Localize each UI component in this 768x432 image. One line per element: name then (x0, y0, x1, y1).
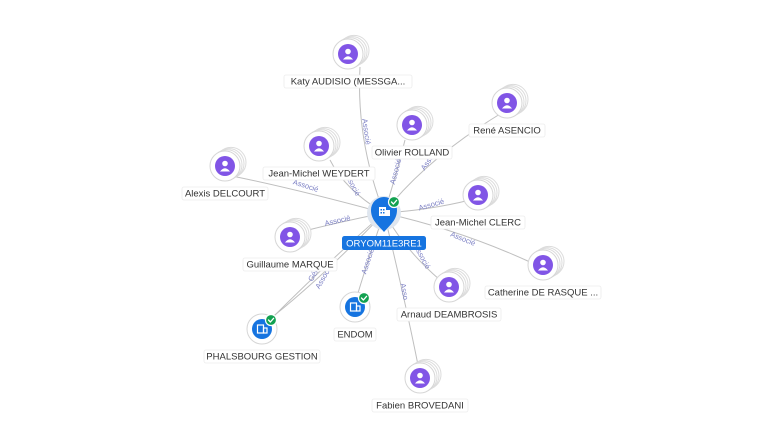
building-icon (379, 207, 390, 216)
node-label: Catherine DE RASQUE ... (488, 288, 598, 299)
node-label: ENDOM (337, 330, 372, 341)
edge-line-fabien (383, 212, 419, 366)
nodes-layer: Katy AUDISIO (MESSGA... René ASENCIO Olivi… (181, 34, 602, 413)
node-rene[interactable]: René ASENCIO (468, 83, 546, 138)
node-arnaud[interactable]: Arnaud DEAMBROSIS (396, 267, 502, 322)
node-alexis[interactable]: Alexis DELCOURT (181, 146, 269, 201)
person-icon (338, 44, 358, 64)
node-label: Guillaume MARQUE (246, 260, 333, 271)
person-icon (533, 255, 553, 275)
node-phalsbourg[interactable]: PHALSBOURG GESTION (203, 313, 321, 364)
node-katy[interactable]: Katy AUDISIO (MESSGA... (283, 34, 413, 89)
person-icon (439, 277, 459, 297)
node-label-box (468, 123, 546, 138)
node-jmclerc[interactable]: Jean-Michel CLERC (430, 175, 526, 230)
node-endom[interactable]: ENDOM (333, 291, 377, 342)
edge-label-jmclerc: Associé (417, 197, 445, 213)
edge-label-guillaume: Associé (324, 213, 352, 228)
person-icon (280, 227, 300, 247)
node-label-box (371, 398, 469, 413)
node-label-box (371, 145, 453, 160)
node-label-box (262, 166, 376, 181)
person-icon (410, 368, 430, 388)
center-node[interactable]: ORYOM11E3RE1 (342, 195, 426, 250)
edge-label-katy: Associé (360, 118, 373, 145)
person-icon (497, 93, 517, 113)
node-label-box (203, 349, 321, 364)
node-fabien[interactable]: Fabien BROVEDANI (371, 358, 469, 413)
node-label: Arnaud DEAMBROSIS (401, 310, 498, 321)
node-label: Fabien BROVEDANI (376, 401, 464, 412)
node-label-box (430, 215, 526, 230)
center-label: ORYOM11E3RE1 (346, 239, 422, 250)
verified-check-icon (357, 291, 371, 305)
center-label-box (342, 236, 426, 250)
node-guillaume[interactable]: Guillaume MARQUE (242, 217, 338, 272)
node-label: Katy AUDISIO (MESSGA... (291, 77, 406, 88)
edge-label-olivier: Associé (388, 158, 403, 186)
edge-line-catherine (383, 212, 531, 263)
node-label: Jean-Michel WEYDERT (268, 169, 369, 180)
node-label: René ASENCIO (473, 126, 541, 137)
person-icon (215, 156, 235, 176)
edge-line-alexis (231, 175, 385, 214)
node-jmweydert[interactable]: Jean-Michel WEYDERT (262, 126, 376, 181)
node-label-box (396, 307, 502, 322)
verified-check-icon (264, 313, 278, 327)
edge-label-catherine: Associé (449, 230, 477, 248)
node-label: Jean-Michel CLERC (435, 218, 521, 229)
node-label-box (181, 186, 269, 201)
node-label-box (283, 74, 413, 89)
person-icon (468, 185, 488, 205)
node-label-box (242, 257, 338, 272)
node-label-box (333, 327, 377, 342)
node-label: Alexis DELCOURT (185, 189, 265, 200)
person-icon (402, 115, 422, 135)
edge-line-phalsbourg (265, 212, 385, 323)
node-label-box (484, 285, 602, 300)
node-label: PHALSBOURG GESTION (206, 352, 318, 363)
person-icon (309, 136, 329, 156)
node-label: Olivier ROLLAND (375, 148, 450, 159)
node-catherine[interactable]: Catherine DE RASQUE ... (484, 245, 602, 300)
edge-label-fabien: Asso (399, 283, 411, 301)
verified-check-icon (387, 195, 401, 209)
node-olivier[interactable]: Olivier ROLLAND (371, 105, 453, 160)
edge-label-endom: Associé (359, 247, 376, 275)
